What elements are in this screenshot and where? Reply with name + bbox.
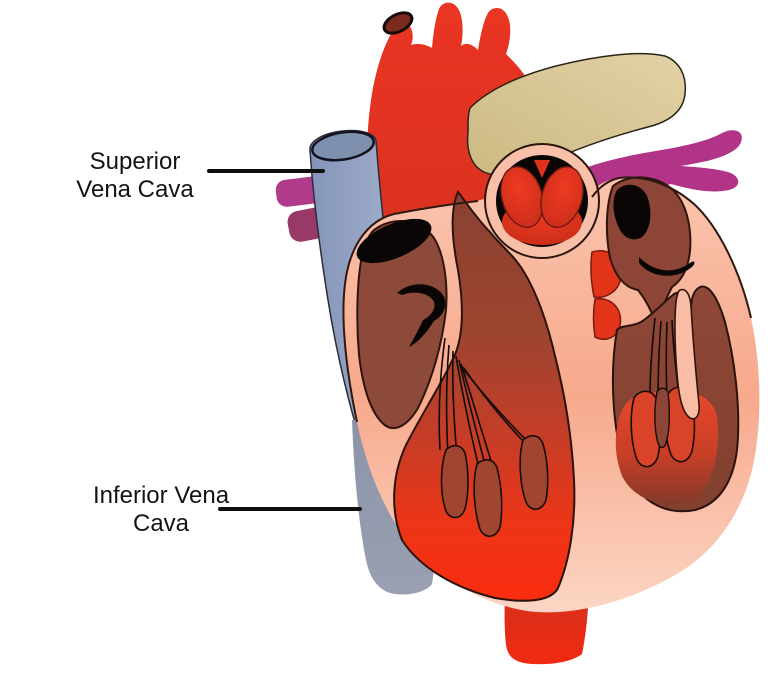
- right-atrium-chamber: [356, 219, 448, 430]
- superior-vena-cava-opening: [311, 130, 375, 162]
- svc-opening-shadow: [356, 218, 432, 264]
- pulmonary-trunk: [466, 52, 687, 176]
- right-atrium-valve-shadow: [397, 284, 446, 347]
- left-ventricle: [611, 285, 740, 513]
- pulmonary-vein-opening-shadow: [613, 184, 651, 240]
- pulmonary-valve-cusp-top: [534, 160, 550, 178]
- interpapillary-wall: [654, 387, 671, 449]
- right-ventricle: [393, 190, 576, 602]
- heart-wall-outline: [342, 176, 752, 423]
- papillary-muscles-right: [440, 435, 549, 538]
- tricuspid-chordae: [438, 337, 533, 471]
- superior-vena-cava-label: Superior Vena Cava: [60, 148, 210, 204]
- aorta-open-mouth: [382, 11, 414, 35]
- inferior-vena-cava-label: Inferior Vena Cava: [86, 482, 236, 538]
- pulmonary-valve: [484, 143, 600, 259]
- inferior-vena-cava-label-text: Inferior Vena Cava: [92, 482, 230, 537]
- pulmonary-valve-cusp-right: [540, 165, 584, 229]
- left-atrium-crescent-shadow: [639, 257, 695, 276]
- inferior-vena-cava-pointer-line: [218, 507, 362, 511]
- pulmonary-valve-cusp-left: [500, 165, 544, 229]
- left-pulmonary-artery: [552, 130, 742, 197]
- superior-vena-cava-pointer-line: [207, 169, 325, 173]
- left-ventricle-wall-fold: [674, 288, 700, 420]
- superior-vena-cava-label-text: Superior Vena Cava: [76, 148, 194, 203]
- right-atrium: [356, 218, 448, 430]
